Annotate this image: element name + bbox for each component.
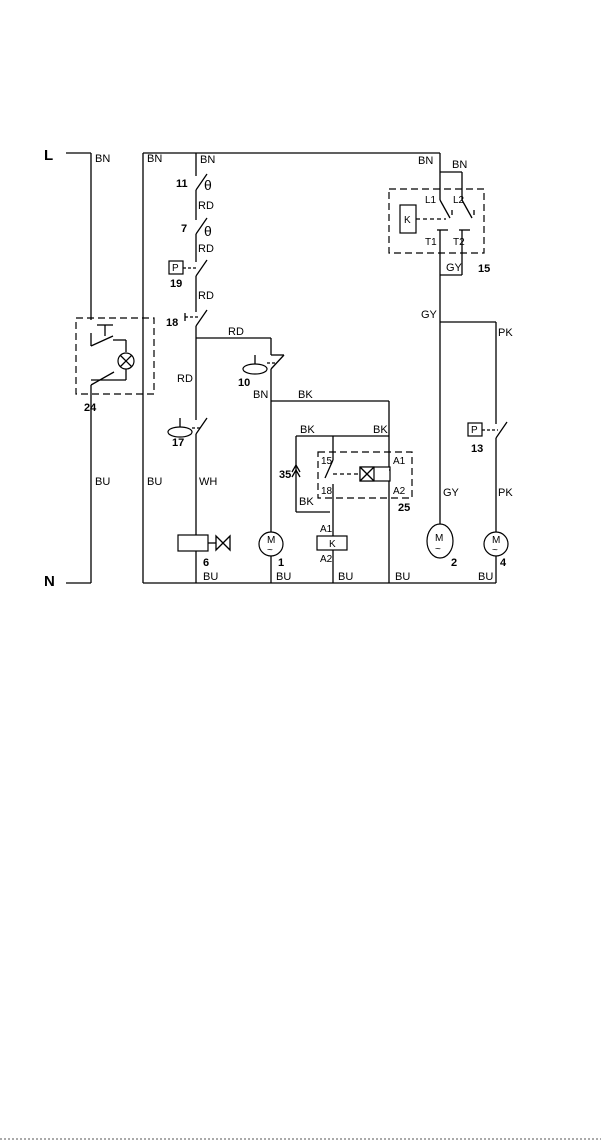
relay-25-term-15: 15: [321, 456, 333, 467]
thermostat-7-icon: θ: [204, 223, 212, 239]
wire-label-bu-1: BU: [276, 571, 291, 583]
thermostat-11-icon: θ: [204, 177, 212, 193]
wire-label-bn-15b: BN: [452, 159, 467, 171]
contactor-term-l2: L2: [453, 195, 465, 206]
label-6: 6: [203, 557, 209, 569]
wire-label-pk-2: PK: [498, 487, 513, 499]
relay-25-term-a1: A1: [393, 456, 406, 467]
wire-label-bu-k: BU: [338, 571, 353, 583]
motor-4: M ~: [484, 532, 508, 556]
rail-live-label: L: [44, 147, 53, 164]
wire-label-bn-left: BN: [95, 153, 110, 165]
wire-label-bu-left: BU: [95, 476, 110, 488]
relay-coil-k-icon: K: [329, 539, 336, 550]
label-1: 1: [278, 557, 284, 569]
label-18: 18: [166, 317, 178, 329]
wire-label-rd-1: RD: [198, 200, 214, 212]
rail-neutral-label: N: [44, 573, 55, 590]
pressure-switch-13-icon: P: [471, 425, 478, 436]
wire-label-bu-6: BU: [203, 571, 218, 583]
branch-rd-to-10: [196, 338, 284, 535]
wire-label-bu-4: BU: [478, 571, 493, 583]
thermostat-11: θ: [196, 174, 212, 193]
switch-lamp-unit: [76, 318, 154, 394]
motor-2-ac-icon: ~: [435, 544, 441, 555]
label-2: 2: [451, 557, 457, 569]
wire-label-bk-1: BK: [298, 389, 313, 401]
thermostat-7: θ: [196, 218, 212, 239]
motor-1-ac-icon: ~: [267, 545, 273, 556]
pressure-switch-19: P: [169, 260, 207, 276]
wire-label-bk-4: BK: [299, 496, 314, 508]
wire-label-bn-frame: BN: [147, 153, 162, 165]
wire-label-rd-5: RD: [177, 373, 193, 385]
contactor-15-wires: [437, 153, 474, 524]
motor-2: M ~: [427, 524, 453, 558]
label-15: 15: [478, 263, 490, 275]
coil-k-term-a1: A1: [320, 524, 333, 535]
label-4: 4: [500, 557, 507, 569]
wire-label-pk-1: PK: [498, 327, 513, 339]
wire-label-rd-4: RD: [228, 326, 244, 338]
label-19: 19: [170, 278, 182, 290]
left-branch-wires: [66, 153, 91, 583]
coil-k-term-a2: A2: [320, 554, 333, 565]
relay-coil-k: K: [317, 536, 347, 550]
contactor-15-icon: K: [404, 215, 411, 226]
motor-4-ac-icon: ~: [492, 545, 498, 556]
relay-25-term-a2: A2: [393, 486, 406, 497]
wire-label-bk-2: BK: [300, 424, 315, 436]
wire-label-bn-15a: BN: [418, 155, 433, 167]
wire-label-wh: WH: [199, 476, 217, 488]
label-25: 25: [398, 502, 410, 514]
pressure-switch-19-icon: P: [172, 263, 179, 274]
switch-18: [185, 310, 207, 326]
wire-label-bk-3: BK: [373, 424, 388, 436]
wire-label-gy-2: GY: [443, 487, 460, 499]
wire-label-bu-frame: BU: [147, 476, 162, 488]
label-10: 10: [238, 377, 250, 389]
label-17: 17: [172, 437, 184, 449]
relay-25-term-18: 18: [321, 486, 333, 497]
contactor-term-l1: L1: [425, 195, 437, 206]
solenoid-valve-6: [178, 535, 230, 551]
wire-label-rd-3: RD: [198, 290, 214, 302]
wire-label-gy-right: GY: [421, 309, 438, 321]
label-13: 13: [471, 443, 483, 455]
wire-label-bu-25: BU: [395, 571, 410, 583]
label-35: 35: [279, 469, 291, 481]
label-11: 11: [176, 178, 188, 190]
wire-label-rd-2: RD: [198, 243, 214, 255]
label-7: 7: [181, 223, 187, 235]
label-24: 24: [84, 402, 97, 414]
level-switch-17: [168, 418, 207, 437]
wire-label-bn-10: BN: [253, 389, 268, 401]
wire-label-gy-15: GY: [446, 262, 463, 274]
motor-2-icon: M: [435, 533, 443, 544]
contactor-term-t2: T2: [453, 237, 465, 248]
contactor-term-t1: T1: [425, 237, 437, 248]
wire-label-bn-col2: BN: [200, 154, 215, 166]
